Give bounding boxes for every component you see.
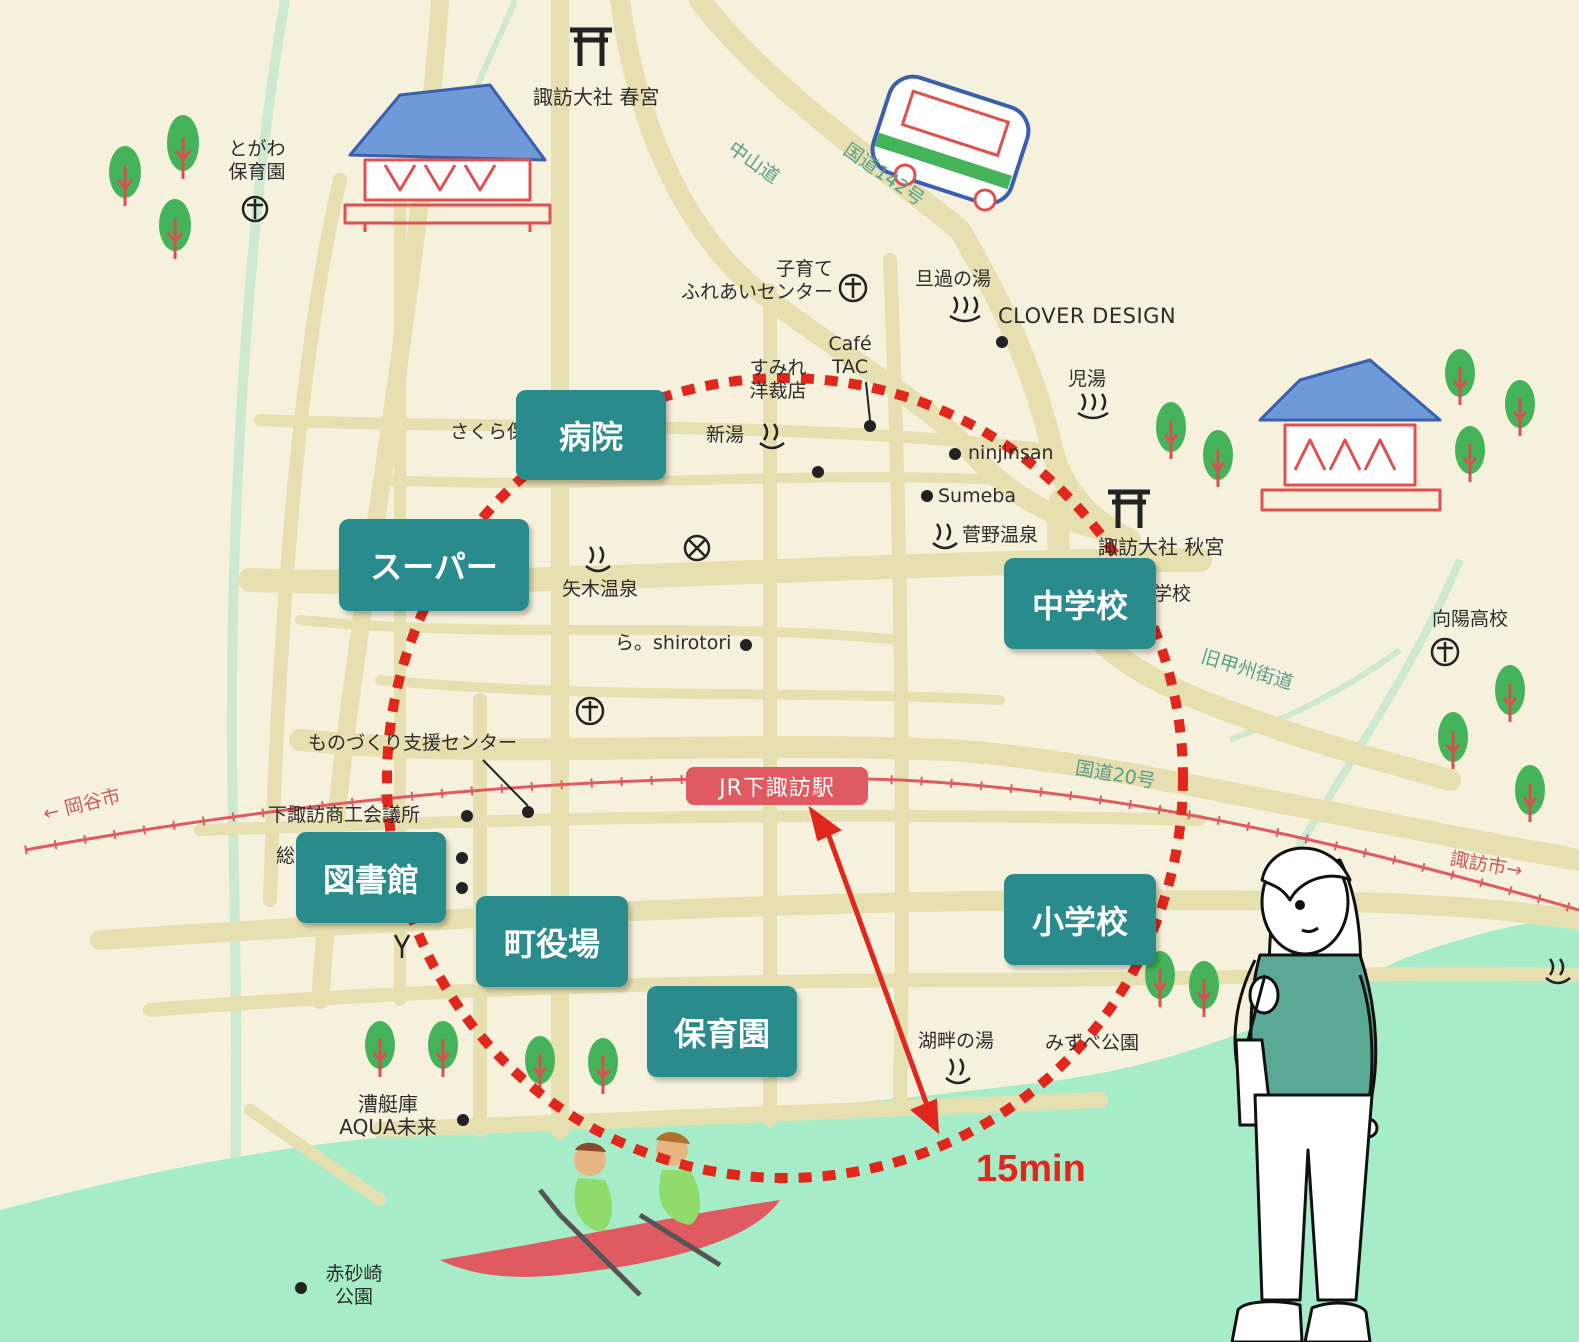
leader-line	[482, 759, 529, 807]
place-dots	[295, 336, 1008, 1294]
distance-arrow	[808, 805, 940, 1135]
facility-nursery: 保育園	[647, 986, 797, 1077]
shrine-harumiya-label: 諏訪大社 春宮	[533, 85, 660, 109]
sakura-nursery-label: さくら保	[450, 421, 527, 443]
sumire-shop-label: すみれ 洋裁店	[749, 357, 807, 402]
aqua-mirai-label: 漕艇庫 AQUA未来	[339, 1092, 437, 1139]
station-badge: JR下諏訪駅	[686, 767, 868, 805]
school-icon	[1430, 637, 1460, 667]
facility-elementary: 小学校	[1004, 874, 1156, 965]
river	[1228, 647, 1402, 743]
ninjinsan-label: ninjinsan	[968, 442, 1054, 464]
walking-radius-circle	[382, 373, 1188, 1183]
leader-line	[865, 381, 871, 421]
torii-icon	[570, 27, 1150, 528]
canoe-drawing	[440, 1132, 780, 1297]
facility-junior-high: 中学校	[1004, 558, 1156, 649]
facility-library: 図書館	[296, 832, 446, 923]
trees	[109, 115, 1545, 1094]
woman-illustration	[1230, 846, 1379, 1342]
togawa-nursery-label: とがわ 保育園	[228, 138, 286, 183]
facility-town-hall: 町役場	[476, 896, 628, 987]
shinyu-label: 新湯	[706, 424, 745, 446]
y-mark	[393, 934, 411, 958]
shrine-akimiya-label: 諏訪大社 秋宮	[1098, 535, 1225, 559]
facility-supermarket: スーパー	[339, 519, 529, 611]
sumeba-label: Sumeba	[938, 485, 1017, 507]
shrine-harumiya-drawing	[343, 83, 552, 232]
clover-design-label: CLOVER DESIGN	[998, 304, 1177, 328]
onsen-icon	[585, 296, 1571, 1085]
nursery-icon	[241, 195, 868, 726]
monozukuri-center-label: ものづくり支援センター	[308, 732, 518, 754]
akasunazaki-park-label: 赤砂崎 公園	[325, 1263, 383, 1308]
mizube-park-label: みずべ公園	[1045, 1032, 1140, 1054]
shrine-akimiya-drawing	[1258, 358, 1442, 512]
so-label: 総	[276, 845, 296, 867]
dankonoyu-label: 旦過の湯	[915, 268, 992, 290]
chamber-of-commerce-label: 下諏訪商工会議所	[268, 804, 421, 826]
yagi-onsen-label: 矢木温泉	[562, 578, 639, 600]
lake	[0, 915, 1579, 1342]
bus-drawing	[870, 74, 1031, 212]
cafe-tac-label: Café TAC	[828, 333, 872, 378]
sugano-onsen-label: 菅野温泉	[962, 524, 1039, 546]
kosodate-center-label: 子育て ふれあいセンター	[680, 258, 833, 303]
post-office-icon	[683, 534, 711, 562]
walking-time-label: 15min	[976, 1148, 1086, 1190]
kodomoyu-label: 児湯	[1068, 368, 1107, 390]
railway	[24, 773, 1579, 915]
shirotori-label: ら。shirotori	[615, 632, 732, 654]
facility-hospital: 病院	[516, 390, 666, 480]
kohan-no-yu-label: 湖畔の湯	[918, 1030, 995, 1052]
school-label: 学校	[1153, 583, 1192, 605]
koyo-high-school-label: 向陽高校	[1432, 608, 1509, 630]
